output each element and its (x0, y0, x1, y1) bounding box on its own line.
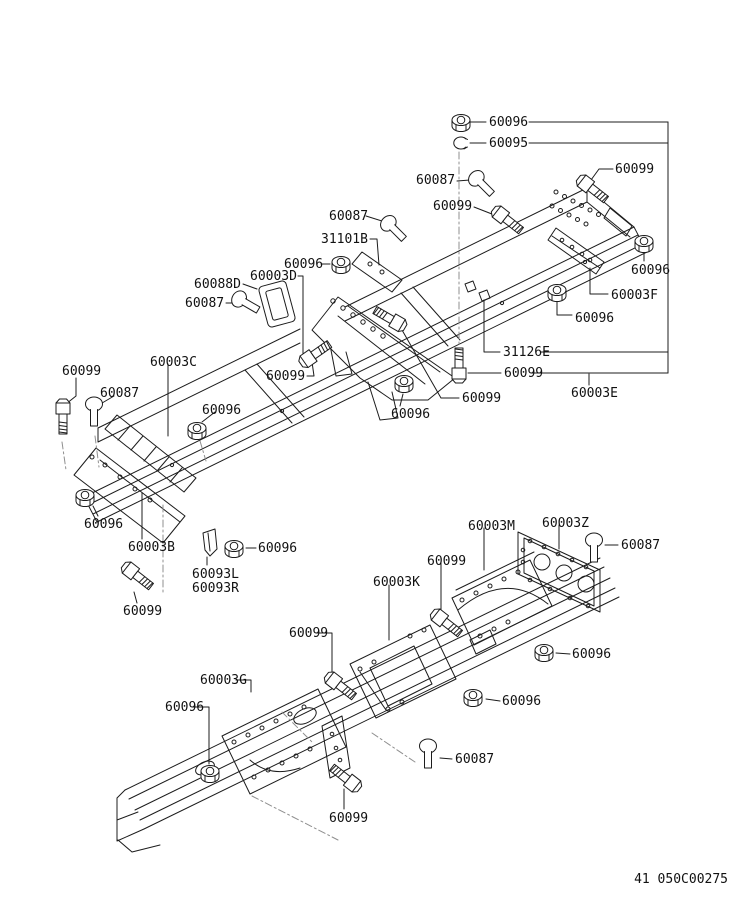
part-label-60003G: 60003G (200, 673, 247, 688)
phantom-center-lines (61, 151, 460, 841)
part-label-60003M: 60003M (468, 519, 515, 534)
nut-icon (547, 284, 567, 302)
lower-frame-rail-drawing (116, 557, 620, 853)
part-label-60096: 60096 (165, 700, 205, 715)
part-label-60099: 60099 (289, 626, 329, 641)
round-head-bolt-icon (419, 738, 437, 769)
part-label-60096: 60096 (502, 694, 542, 709)
part-label-60003C: 60003C (150, 355, 197, 370)
part-label-60003D: 60003D (250, 269, 297, 284)
round-head-bolt-icon (464, 166, 499, 201)
clamp-31126E (464, 280, 491, 302)
part-label-60095: 60095 (489, 136, 529, 151)
upper-frame-rail-drawing (83, 187, 648, 523)
page-code: 41 050C00275 (634, 872, 728, 887)
nut-icon (463, 689, 483, 707)
part-label-60088D: 60088D (194, 277, 241, 292)
part-label-31101B: 31101B (321, 232, 368, 247)
plate-60003D (258, 280, 296, 328)
part-label-60096: 60096 (575, 311, 615, 326)
bracket-31101B (351, 251, 403, 293)
part-label-60003B: 60003B (128, 540, 175, 555)
nut-icon (75, 489, 95, 507)
hex-bolt-icon (327, 761, 365, 795)
part-label-60099: 60099 (462, 391, 502, 406)
part-label-60087: 60087 (621, 538, 661, 553)
round-head-bolt-icon (376, 211, 411, 246)
part-label-60093L: 60093L (192, 567, 239, 582)
part-label-60096: 60096 (84, 517, 124, 532)
nut-icon (224, 540, 244, 558)
bracket-60003M (451, 551, 553, 655)
part-label-60099: 60099 (123, 604, 163, 619)
nut-icon (451, 114, 471, 132)
hex-bolt-icon (55, 398, 71, 435)
nut-icon (200, 765, 220, 783)
part-label-60087: 60087 (329, 209, 369, 224)
part-label-60003Z: 60003Z (542, 516, 589, 531)
part-label-60096: 60096 (631, 263, 671, 278)
part-label-60096: 60096 (391, 407, 431, 422)
leader-lines (65, 121, 669, 810)
hex-bolt-icon (370, 303, 410, 335)
part-label-60087: 60087 (100, 386, 140, 401)
part-label-60099: 60099 (266, 369, 306, 384)
nut-icon (187, 422, 207, 440)
part-label-60003E: 60003E (571, 386, 618, 401)
part-label-60096: 60096 (489, 115, 529, 130)
part-label-60099: 60099 (427, 554, 467, 569)
nut-icon (331, 256, 351, 274)
part-label-31126E: 31126E (503, 345, 550, 360)
part-label-60087: 60087 (455, 752, 495, 767)
bracket-60003K (349, 624, 457, 719)
part-label-60096: 60096 (572, 647, 612, 662)
hex-bolt-icon (451, 347, 467, 384)
part-label-60087: 60087 (416, 173, 456, 188)
part-label-60099: 60099 (62, 364, 102, 379)
part-label-60096: 60096 (202, 403, 242, 418)
hex-bolt-icon (573, 172, 611, 206)
nut-icon (394, 375, 414, 393)
part-label-60003F: 60003F (611, 288, 658, 303)
front-crossmember-brackets-60003B-60003C (73, 414, 218, 557)
part-label-60099: 60099 (329, 811, 369, 826)
round-head-bolt-icon (228, 287, 263, 318)
part-label-60087: 60087 (185, 296, 225, 311)
hex-bolt-icon (427, 606, 465, 640)
part-label-60093R: 60093R (192, 581, 239, 596)
part-label-60099: 60099 (433, 199, 473, 214)
hex-bolt-icon (296, 337, 334, 371)
part-label-60099: 60099 (615, 162, 655, 177)
nut-icon (634, 235, 654, 253)
bracket-60003G (221, 688, 351, 795)
nut-icon (534, 644, 554, 662)
hex-bolt-icon (321, 669, 359, 703)
snap-ring-icon (453, 136, 468, 150)
part-label-60096: 60096 (258, 541, 298, 556)
part-label-60003K: 60003K (373, 575, 420, 590)
part-label-60096: 60096 (284, 257, 324, 272)
hex-bolt-icon (118, 559, 156, 593)
rear-rail-detail-60003F (464, 189, 633, 302)
round-head-bolt-icon (85, 396, 103, 427)
hex-bolt-icon (488, 203, 526, 237)
part-label-60099: 60099 (504, 366, 544, 381)
